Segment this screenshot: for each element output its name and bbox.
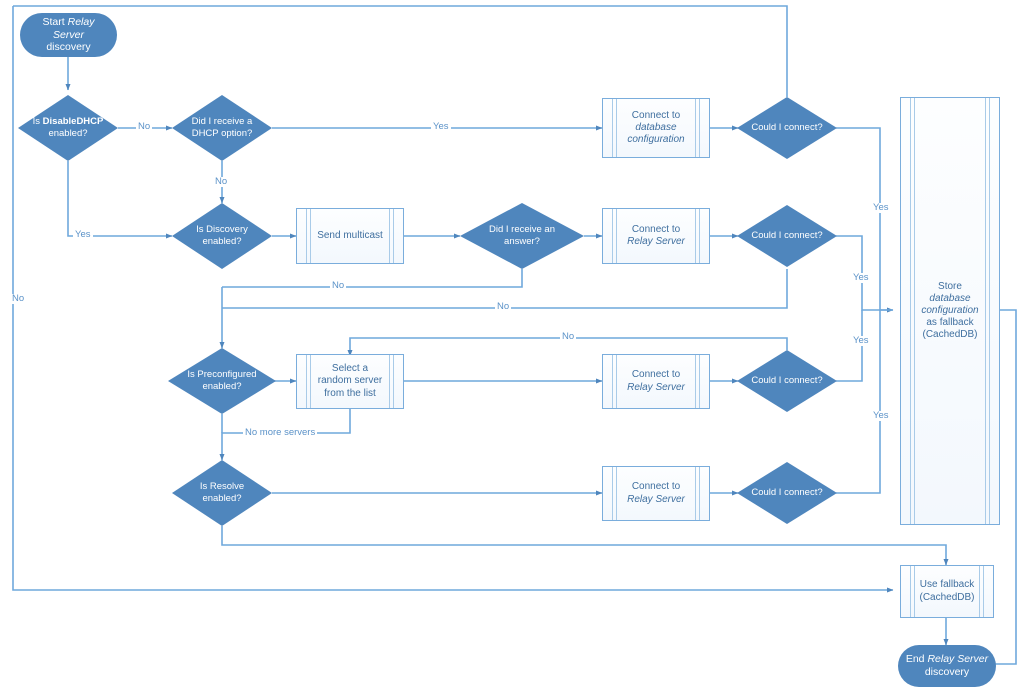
node-end-terminator[interactable]: End Relay Server discovery bbox=[898, 645, 996, 687]
node-decision-disabledhcp-label: Is DisableDHCP enabled? bbox=[32, 116, 104, 139]
process-side-bar-right-2 bbox=[695, 99, 696, 157]
node-decision-could-i-connect-1[interactable]: Could I connect? bbox=[737, 97, 837, 159]
node-process-connect-database-configuration-label: Connect to database configuration bbox=[627, 109, 685, 146]
node-decision-could-i-connect-1-label: Could I connect? bbox=[751, 122, 823, 134]
process-side-bar-right bbox=[989, 98, 990, 524]
edge-label-connect4-yes: Yes bbox=[871, 410, 891, 421]
process-side-bar-left-2 bbox=[914, 98, 915, 524]
process-side-bar-right-2 bbox=[695, 467, 696, 520]
process-side-bar-right-2 bbox=[389, 209, 390, 263]
node-decision-discovery[interactable]: Is Discovery enabled? bbox=[172, 203, 272, 269]
process-side-bar-right-2 bbox=[979, 566, 980, 617]
edge-label-far-left-no: No bbox=[10, 293, 27, 304]
process-side-bar-left bbox=[612, 467, 613, 520]
node-decision-could-i-connect-2-label: Could I connect? bbox=[751, 230, 823, 242]
edge-label-dhcp-option-no: No bbox=[213, 176, 230, 187]
node-decision-received-answer-label: Did I receive an answer? bbox=[488, 224, 555, 247]
node-process-send-multicast[interactable]: Send multicast bbox=[296, 208, 404, 264]
process-side-bar-left-2 bbox=[616, 209, 617, 263]
node-decision-preconfigured[interactable]: Is Preconfigured enabled? bbox=[168, 348, 276, 414]
node-decision-received-answer[interactable]: Did I receive an answer? bbox=[460, 203, 584, 269]
node-process-select-random-server[interactable]: Select a random server from the list bbox=[296, 354, 404, 409]
node-process-connect-relay-server-2[interactable]: Connect to Relay Server bbox=[602, 208, 710, 264]
edge-label-disabledhcp-no: No bbox=[136, 121, 153, 132]
process-side-bar-right bbox=[699, 209, 700, 263]
process-side-bar-right-2 bbox=[695, 209, 696, 263]
node-start-label: Start Relay Server discovery bbox=[42, 15, 95, 54]
process-side-bar-left bbox=[306, 355, 307, 408]
process-side-bar-left-2 bbox=[310, 355, 311, 408]
edge-label-dhcp-option-yes: Yes bbox=[431, 121, 451, 132]
edge-label-disabledhcp-yes: Yes bbox=[73, 229, 93, 240]
node-process-select-random-server-label: Select a random server from the list bbox=[317, 363, 383, 399]
node-process-connect-database-configuration[interactable]: Connect to database configuration bbox=[602, 98, 710, 158]
process-side-bar-right bbox=[699, 355, 700, 408]
process-side-bar-left bbox=[910, 566, 911, 617]
process-side-bar-right bbox=[699, 467, 700, 520]
node-process-use-fallback[interactable]: Use fallback (CachedDB) bbox=[900, 565, 994, 618]
process-side-bar-left bbox=[612, 99, 613, 157]
process-side-bar-right bbox=[393, 209, 394, 263]
node-process-connect-relay-server-2-label: Connect to Relay Server bbox=[627, 223, 685, 247]
edge-label-answer-no: No bbox=[330, 280, 347, 291]
node-end-label: End Relay Server discovery bbox=[905, 653, 989, 678]
process-side-bar-left-2 bbox=[616, 467, 617, 520]
node-process-connect-relay-server-3[interactable]: Connect to Relay Server bbox=[602, 354, 710, 409]
node-decision-disabledhcp[interactable]: Is DisableDHCP enabled? bbox=[18, 95, 118, 161]
node-process-store-fallback[interactable]: Store database configuration as fallback… bbox=[900, 97, 1000, 525]
edge-label-no-more-servers: No more servers bbox=[243, 427, 318, 438]
node-decision-dhcp-option-label: Did I receive a DHCP option? bbox=[191, 116, 253, 139]
process-side-bar-right-2 bbox=[695, 355, 696, 408]
node-decision-could-i-connect-3[interactable]: Could I connect? bbox=[737, 350, 837, 412]
process-side-bar-right-2 bbox=[985, 98, 986, 524]
node-decision-dhcp-option[interactable]: Did I receive a DHCP option? bbox=[172, 95, 272, 161]
process-side-bar-left bbox=[612, 209, 613, 263]
node-process-connect-relay-server-3-label: Connect to Relay Server bbox=[627, 369, 685, 393]
process-side-bar-left bbox=[910, 98, 911, 524]
node-process-store-fallback-label: Store database configuration as fallback… bbox=[921, 280, 979, 341]
process-side-bar-left-2 bbox=[616, 99, 617, 157]
process-side-bar-right bbox=[699, 99, 700, 157]
edge-label-connect3-yes: Yes bbox=[851, 335, 871, 346]
node-process-connect-relay-server-4[interactable]: Connect to Relay Server bbox=[602, 466, 710, 521]
process-side-bar-right bbox=[983, 566, 984, 617]
process-side-bar-left bbox=[306, 209, 307, 263]
node-decision-resolve[interactable]: Is Resolve enabled? bbox=[172, 460, 272, 526]
node-process-send-multicast-label: Send multicast bbox=[317, 229, 383, 241]
node-decision-could-i-connect-2[interactable]: Could I connect? bbox=[737, 205, 837, 267]
process-side-bar-left-2 bbox=[310, 209, 311, 263]
edge-label-connect2-no: No bbox=[495, 301, 512, 312]
node-process-use-fallback-label: Use fallback (CachedDB) bbox=[919, 579, 975, 603]
node-decision-preconfigured-label: Is Preconfigured enabled? bbox=[187, 369, 257, 392]
node-decision-discovery-label: Is Discovery enabled? bbox=[196, 224, 248, 247]
edge-label-connect1-yes: Yes bbox=[871, 202, 891, 213]
process-side-bar-left bbox=[612, 355, 613, 408]
process-side-bar-right-2 bbox=[389, 355, 390, 408]
edge-label-connect2-yes: Yes bbox=[851, 272, 871, 283]
process-side-bar-right bbox=[393, 355, 394, 408]
edge-label-connect3-no: No bbox=[560, 331, 577, 342]
node-process-connect-relay-server-4-label: Connect to Relay Server bbox=[627, 481, 685, 505]
process-side-bar-left-2 bbox=[616, 355, 617, 408]
node-decision-could-i-connect-3-label: Could I connect? bbox=[751, 375, 823, 387]
node-start-terminator[interactable]: Start Relay Server discovery bbox=[20, 13, 117, 57]
process-side-bar-left-2 bbox=[914, 566, 915, 617]
node-decision-could-i-connect-4-label: Could I connect? bbox=[751, 487, 823, 499]
node-decision-could-i-connect-4[interactable]: Could I connect? bbox=[737, 462, 837, 524]
node-decision-resolve-label: Is Resolve enabled? bbox=[199, 481, 245, 504]
